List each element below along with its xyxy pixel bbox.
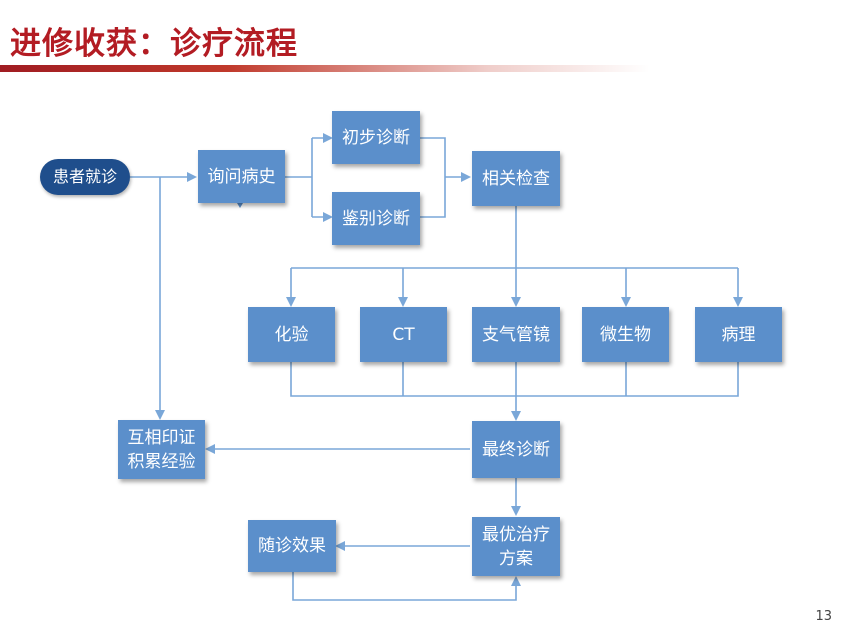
node-lab-test: 化验 [248, 307, 335, 362]
slide-title: 进修收获：诊疗流程 [10, 26, 298, 62]
title-underline [0, 65, 650, 72]
node-differential-diagnosis: 鉴别诊断 [332, 192, 420, 245]
node-final-diagnosis: 最终诊断 [472, 421, 560, 478]
connector-merge-to-exams [420, 137, 469, 218]
connector-history-branch [285, 138, 313, 217]
node-history-inquiry: 询问病史 [198, 150, 285, 203]
node-related-exams: 相关检查 [472, 151, 560, 206]
node-followup-effect: 随诊效果 [248, 520, 336, 572]
node-preliminary-diagnosis: 初步诊断 [332, 111, 420, 164]
history-notch [237, 203, 243, 208]
connector-exams-bus [291, 206, 738, 269]
node-pathology: 病理 [695, 307, 782, 362]
connector-followup-loop [292, 572, 521, 601]
page-number: 13 [815, 609, 832, 624]
node-bronchoscopy: 支气管镜 [472, 307, 560, 362]
connector-exams-merge [290, 362, 739, 397]
node-mutual-verification: 互相印证 积累经验 [118, 420, 205, 479]
node-ct: CT [360, 307, 447, 362]
node-patient-visit: 患者就诊 [40, 159, 130, 195]
node-microbiology: 微生物 [582, 307, 669, 362]
node-optimal-treatment: 最优治疗 方案 [472, 517, 560, 576]
